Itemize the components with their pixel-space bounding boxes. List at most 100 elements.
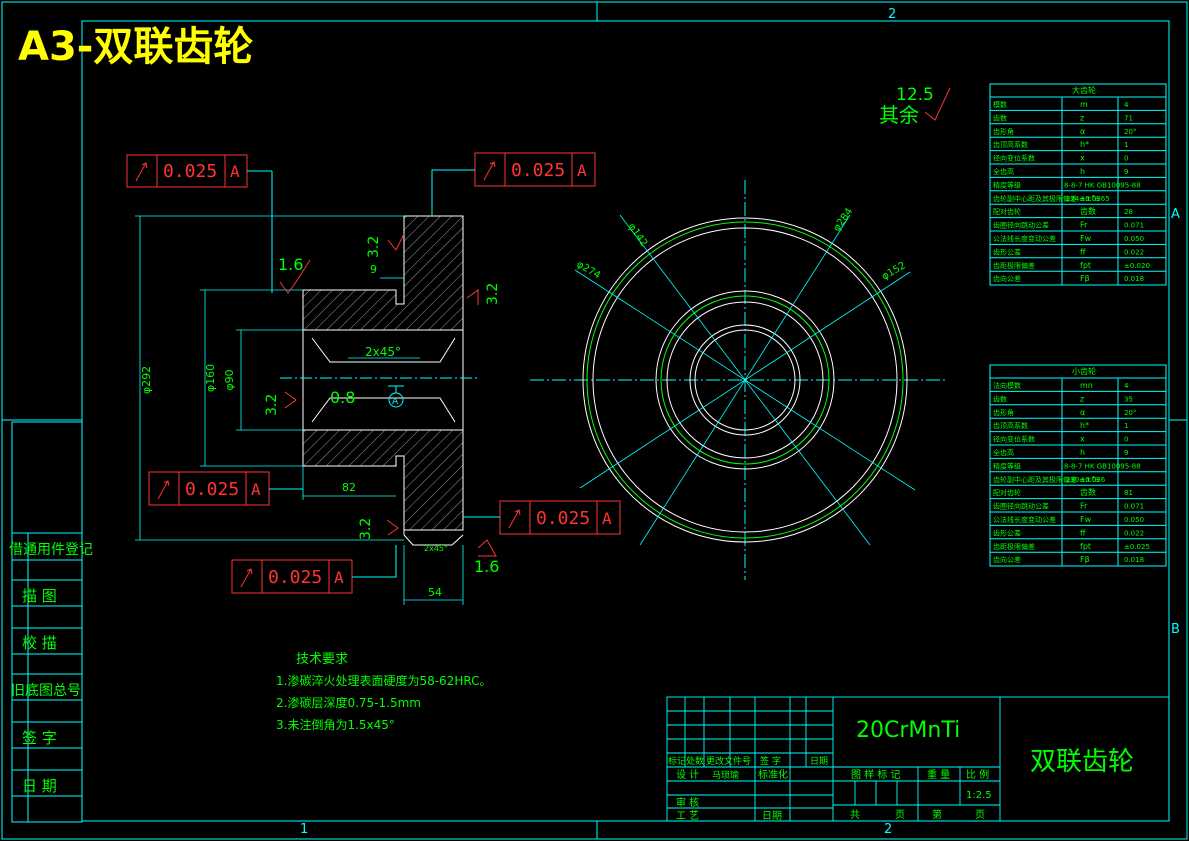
roughness-3-2-b: 3.2: [485, 283, 501, 305]
tol-1-value: 0.025: [163, 161, 217, 182]
tech-item-0: 1.渗碳淬火处理表面硬度为58-62HRC。: [276, 673, 491, 688]
table-cell: 8-8-7 HK GB10095-88: [1064, 181, 1141, 189]
roughness-3-2-a: 3.2: [366, 236, 382, 258]
table-cell: 精度等级: [993, 461, 1021, 470]
table-cell: fpt: [1080, 261, 1091, 270]
dim-len54: 54: [428, 586, 442, 599]
zone-number-bottom-left: 1: [300, 822, 308, 837]
table-cell: 0.050: [1124, 516, 1144, 524]
front-view: [530, 180, 945, 580]
table-cell: 精度等级: [993, 180, 1021, 189]
table-cell: 齿轮副中心距及其极限偏差: [993, 475, 1077, 484]
tol-5-datum: A: [334, 568, 344, 587]
side-item-5: 日 期: [22, 777, 57, 795]
table-cell: m: [1080, 100, 1088, 109]
roughness-default-label: 其余: [879, 103, 919, 127]
table-cell: ±0.025: [1124, 543, 1150, 551]
table-cell: h*: [1080, 140, 1089, 149]
inner-frame: [81, 20, 1170, 822]
table-cell: 齿数: [1080, 206, 1096, 216]
weight-label: 重 量: [927, 768, 950, 781]
table-cell: Fr: [1080, 221, 1088, 230]
table-cell: 0.018: [1124, 275, 1144, 283]
zone-number-top: 2: [888, 7, 896, 22]
table-cell: 齿顶高系数: [993, 140, 1028, 149]
col-header-1: 处数: [686, 755, 704, 767]
tol-3-value: 0.025: [185, 479, 239, 500]
table-cell: 全齿高: [993, 167, 1014, 176]
table-cell: Fβ: [1080, 555, 1090, 564]
table-cell: α: [1080, 408, 1085, 417]
table-cell: 齿距极限偏差: [993, 261, 1035, 270]
table-cell: 1: [1124, 422, 1128, 430]
table-cell: 9: [1124, 168, 1128, 176]
table-cell: 齿形角: [993, 127, 1014, 136]
table-cell: 0.018: [1124, 556, 1144, 564]
table-cell: 4: [1124, 382, 1129, 390]
table-cell: 齿向公差: [993, 555, 1021, 564]
circle-label-142: φ142: [626, 221, 650, 248]
tol-1-datum: A: [230, 162, 240, 181]
dim-d90: φ90: [223, 369, 236, 390]
tol-2-datum: A: [577, 161, 587, 180]
table-cell: 齿形公差: [993, 528, 1021, 537]
col-header-3: 签 字: [760, 755, 781, 767]
roughness-3-2-d: 3.2: [358, 518, 374, 540]
table-cell: 4: [1124, 101, 1129, 109]
standard-label: 标准化: [758, 768, 788, 781]
table-cell: 齿数: [993, 113, 1007, 122]
dim-len82: 82: [342, 481, 356, 494]
table-cell: 齿圈径向跳动公差: [993, 221, 1049, 230]
table-cell: 法向模数: [993, 381, 1021, 390]
table-cell: a±fa: [1080, 194, 1099, 203]
roughness-3-2-c: 3.2: [264, 394, 280, 416]
designer: 马琐瑜: [712, 769, 739, 781]
table-cell: Fr: [1080, 502, 1088, 511]
table-cell: 公法线长度变动公差: [993, 234, 1056, 243]
datum-marker: [388, 385, 404, 408]
table-cell: 0.022: [1124, 529, 1144, 537]
table-cell: α: [1080, 127, 1085, 136]
table-cell: 0.071: [1124, 222, 1144, 230]
table-cell: 配对齿轮: [993, 207, 1021, 216]
table-cell: 0.022: [1124, 248, 1144, 256]
circle-label-274: φ274: [575, 259, 603, 281]
table-cell: 20°: [1124, 128, 1136, 136]
side-item-2: 校 描: [22, 634, 57, 652]
review-label: 审 核: [676, 796, 699, 809]
table-cell: 配对齿轮: [993, 488, 1021, 497]
date-label: 日期: [762, 810, 782, 822]
tol-4-datum: A: [602, 509, 612, 528]
table-cell: 20°: [1124, 409, 1136, 417]
zone-letter-a: A: [1171, 207, 1180, 222]
side-panel: [11, 421, 83, 823]
table-cell: ±0.020: [1124, 262, 1150, 270]
table-cell: 1: [1124, 141, 1128, 149]
dim-len9: 9: [370, 263, 377, 276]
table-cell: 径向变位系数: [993, 154, 1035, 163]
tol-3-datum: A: [251, 480, 261, 499]
roughness-default-value: 12.5: [896, 85, 934, 105]
circle-label-284: φ284: [831, 206, 855, 233]
table-cell: Fw: [1080, 515, 1092, 524]
table-cell: x: [1080, 435, 1085, 444]
tech-item-1: 2.渗碳层深度0.75-1.5mm: [276, 695, 421, 710]
table-cell: 齿距极限偏差: [993, 542, 1035, 551]
scale-value: 1:2.5: [966, 790, 992, 801]
table-cell: 224±0.0365: [1066, 195, 1110, 203]
tech-item-2: 3.未注倒角为1.5x45°: [276, 717, 395, 732]
side-item-1: 描 图: [22, 587, 57, 605]
table-cell: h: [1080, 448, 1085, 457]
page-suffix: 页: [975, 809, 985, 821]
tol-4-value: 0.025: [536, 508, 590, 529]
title-block: [666, 696, 1170, 822]
table-cell: a±fa: [1080, 475, 1099, 484]
material: 20CrMnTi: [856, 718, 960, 743]
col-header-2: 更改文件号: [706, 755, 751, 767]
tol-2-value: 0.025: [511, 160, 565, 181]
table-cell: Fβ: [1080, 274, 1090, 283]
big-table-title: 大齿轮: [1072, 85, 1096, 95]
col-header-4: 日期: [810, 756, 828, 767]
table-cell: h*: [1080, 421, 1089, 430]
